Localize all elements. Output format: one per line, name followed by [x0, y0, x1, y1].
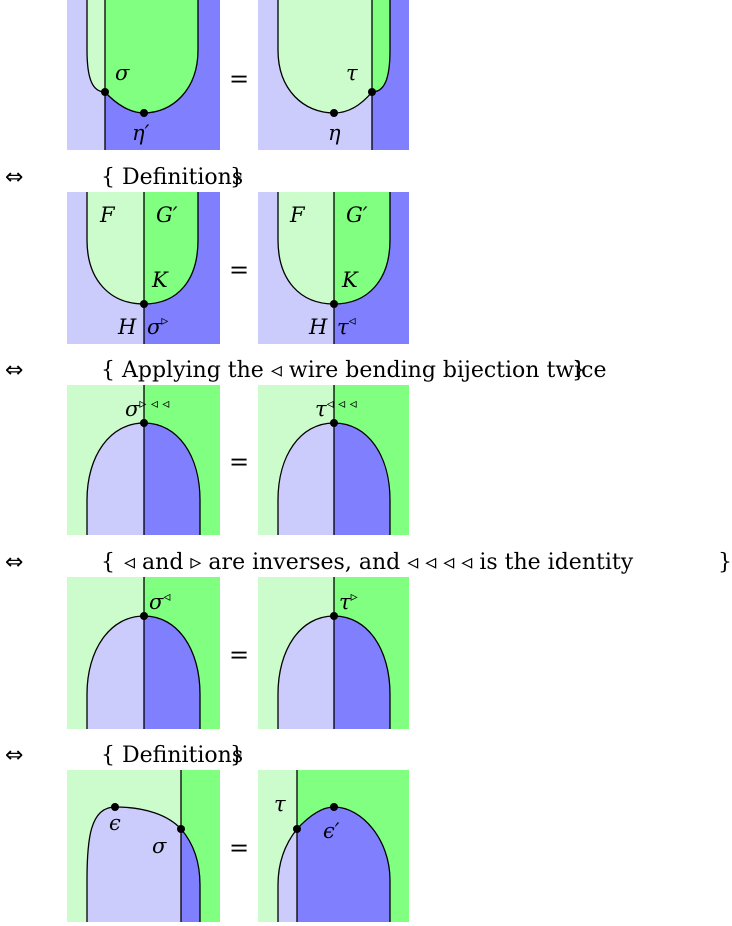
iff-symbol: ⇔	[5, 358, 23, 383]
epsilon-prime-node	[330, 803, 338, 811]
equals-sign: =	[229, 65, 249, 93]
sigma-node	[140, 300, 148, 308]
eta-prime-label: η′	[132, 121, 150, 145]
equals-sign: =	[229, 641, 249, 669]
row-3-left-diagram: σ▹ ◃ ◃	[67, 385, 220, 535]
open-brace: {	[101, 358, 115, 383]
blue-region	[144, 616, 200, 729]
open-brace: {	[101, 165, 115, 190]
tau-label: τ▹	[339, 589, 358, 614]
step-text: Definitions	[122, 743, 243, 768]
iff-symbol: ⇔	[5, 165, 23, 190]
tau-node	[368, 88, 376, 96]
sigma-node	[140, 612, 148, 620]
row-5-right-diagram: τ ϵ′	[258, 770, 409, 922]
region-label-F: F	[99, 203, 116, 227]
eta-node	[330, 109, 338, 117]
cap-wire	[86, 806, 201, 922]
sigma-node	[177, 825, 185, 833]
step-text: Applying the ◃ wire bending bijection tw…	[121, 358, 607, 383]
equals-sign: =	[229, 448, 249, 476]
equals-sign: =	[229, 834, 249, 862]
tau-node	[293, 825, 301, 833]
region-label-K: K	[341, 268, 359, 292]
sigma-node	[101, 88, 109, 96]
green-region	[334, 192, 390, 304]
blue-region	[297, 807, 390, 922]
region-label-G-prime: G′	[346, 203, 368, 227]
light-green-region	[87, 192, 144, 304]
close-brace: }	[572, 358, 586, 383]
light-blue-region	[87, 807, 181, 922]
green-region	[105, 0, 198, 113]
eta-prime-node	[140, 109, 148, 117]
step-3-justification: ⇔ { ◃ and ▹ are inverses, and ◃ ◃ ◃ ◃ is…	[5, 550, 732, 575]
step-text: ◃ and ▹ are inverses, and ◃ ◃ ◃ ◃ is the…	[124, 550, 634, 575]
region-label-H: H	[117, 315, 137, 339]
tau-label: τ	[274, 792, 286, 816]
light-green-region	[278, 192, 334, 304]
tau-node	[330, 300, 338, 308]
close-brace: }	[230, 165, 244, 190]
light-blue-region	[278, 829, 297, 922]
tau-label: τ◃ ◃ ◃	[315, 396, 357, 421]
sigma-label: σ▹	[147, 313, 168, 339]
cap-wire	[277, 806, 391, 922]
sigma-label: σ◃	[149, 589, 170, 614]
step-2-justification: ⇔ { Applying the ◃ wire bending bijectio…	[5, 358, 607, 383]
light-blue-region	[87, 616, 144, 729]
sigma-label: σ	[115, 61, 130, 85]
blue-region	[334, 423, 390, 535]
region-label-F: F	[289, 203, 306, 227]
region-label-G-prime: G′	[156, 203, 178, 227]
tau-node	[330, 419, 338, 427]
row-4-left-diagram: σ◃	[67, 577, 220, 729]
cup-wire	[86, 0, 199, 114]
green-region	[372, 0, 390, 92]
light-blue-region	[87, 423, 144, 535]
region-label-H: H	[308, 315, 328, 339]
blue-region	[181, 829, 200, 922]
step-4-justification: ⇔ { Definitions }	[5, 743, 244, 768]
open-brace: {	[101, 743, 115, 768]
light-green-region	[278, 0, 372, 113]
green-region	[144, 192, 198, 304]
close-brace: }	[230, 743, 244, 768]
tau-label: τ◃	[337, 313, 356, 339]
row-5-left-diagram: ϵ σ	[67, 770, 220, 922]
epsilon-label: ϵ	[109, 811, 121, 835]
row-2-left-diagram: F G′ K H σ▹	[67, 192, 220, 344]
light-green-region	[87, 0, 105, 92]
row-1-left-diagram: σ η′	[67, 0, 220, 150]
step-text: Definitions	[122, 165, 243, 190]
tau-label: τ	[346, 61, 358, 85]
row-3-right-diagram: τ◃ ◃ ◃	[258, 385, 409, 535]
blue-region	[334, 616, 390, 729]
cup-wire	[277, 0, 391, 114]
light-blue-region	[278, 423, 334, 535]
blue-region	[144, 423, 200, 535]
tau-node	[330, 612, 338, 620]
row-1-right-diagram: τ η	[258, 0, 409, 150]
iff-symbol: ⇔	[5, 743, 23, 768]
row-2-right-diagram: F G′ K H τ◃	[258, 192, 409, 344]
epsilon-prime-label: ϵ′	[323, 819, 340, 843]
close-brace: }	[718, 550, 732, 575]
region-label-K: K	[151, 268, 169, 292]
equals-sign: =	[229, 256, 249, 284]
row-4-right-diagram: τ▹	[258, 577, 409, 729]
step-1-justification: ⇔ { Definitions }	[5, 165, 244, 190]
epsilon-node	[111, 803, 119, 811]
sigma-node	[140, 419, 148, 427]
sigma-label: σ	[152, 834, 167, 858]
sigma-label: σ▹ ◃ ◃	[125, 396, 169, 421]
open-brace: {	[101, 550, 115, 575]
light-blue-region	[278, 616, 334, 729]
iff-symbol: ⇔	[5, 550, 23, 575]
eta-label: η	[328, 121, 341, 145]
